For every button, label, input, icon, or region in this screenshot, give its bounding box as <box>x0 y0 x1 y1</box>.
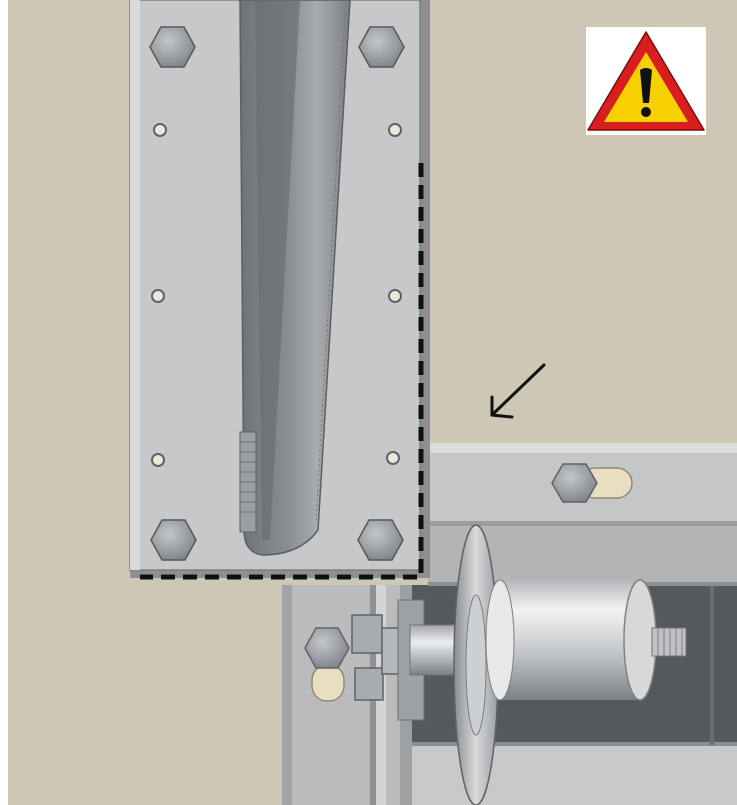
plate-bolts <box>149 26 405 561</box>
vertical-plate <box>129 0 430 578</box>
plate-holes <box>151 123 402 467</box>
arrow-down-left-icon <box>490 363 546 419</box>
dashed-guide-line <box>140 163 424 580</box>
rail-bolt <box>551 463 633 503</box>
roller-assembly <box>351 524 687 805</box>
warning-triangle-icon <box>586 27 706 135</box>
frame-bolt-left <box>304 627 350 702</box>
